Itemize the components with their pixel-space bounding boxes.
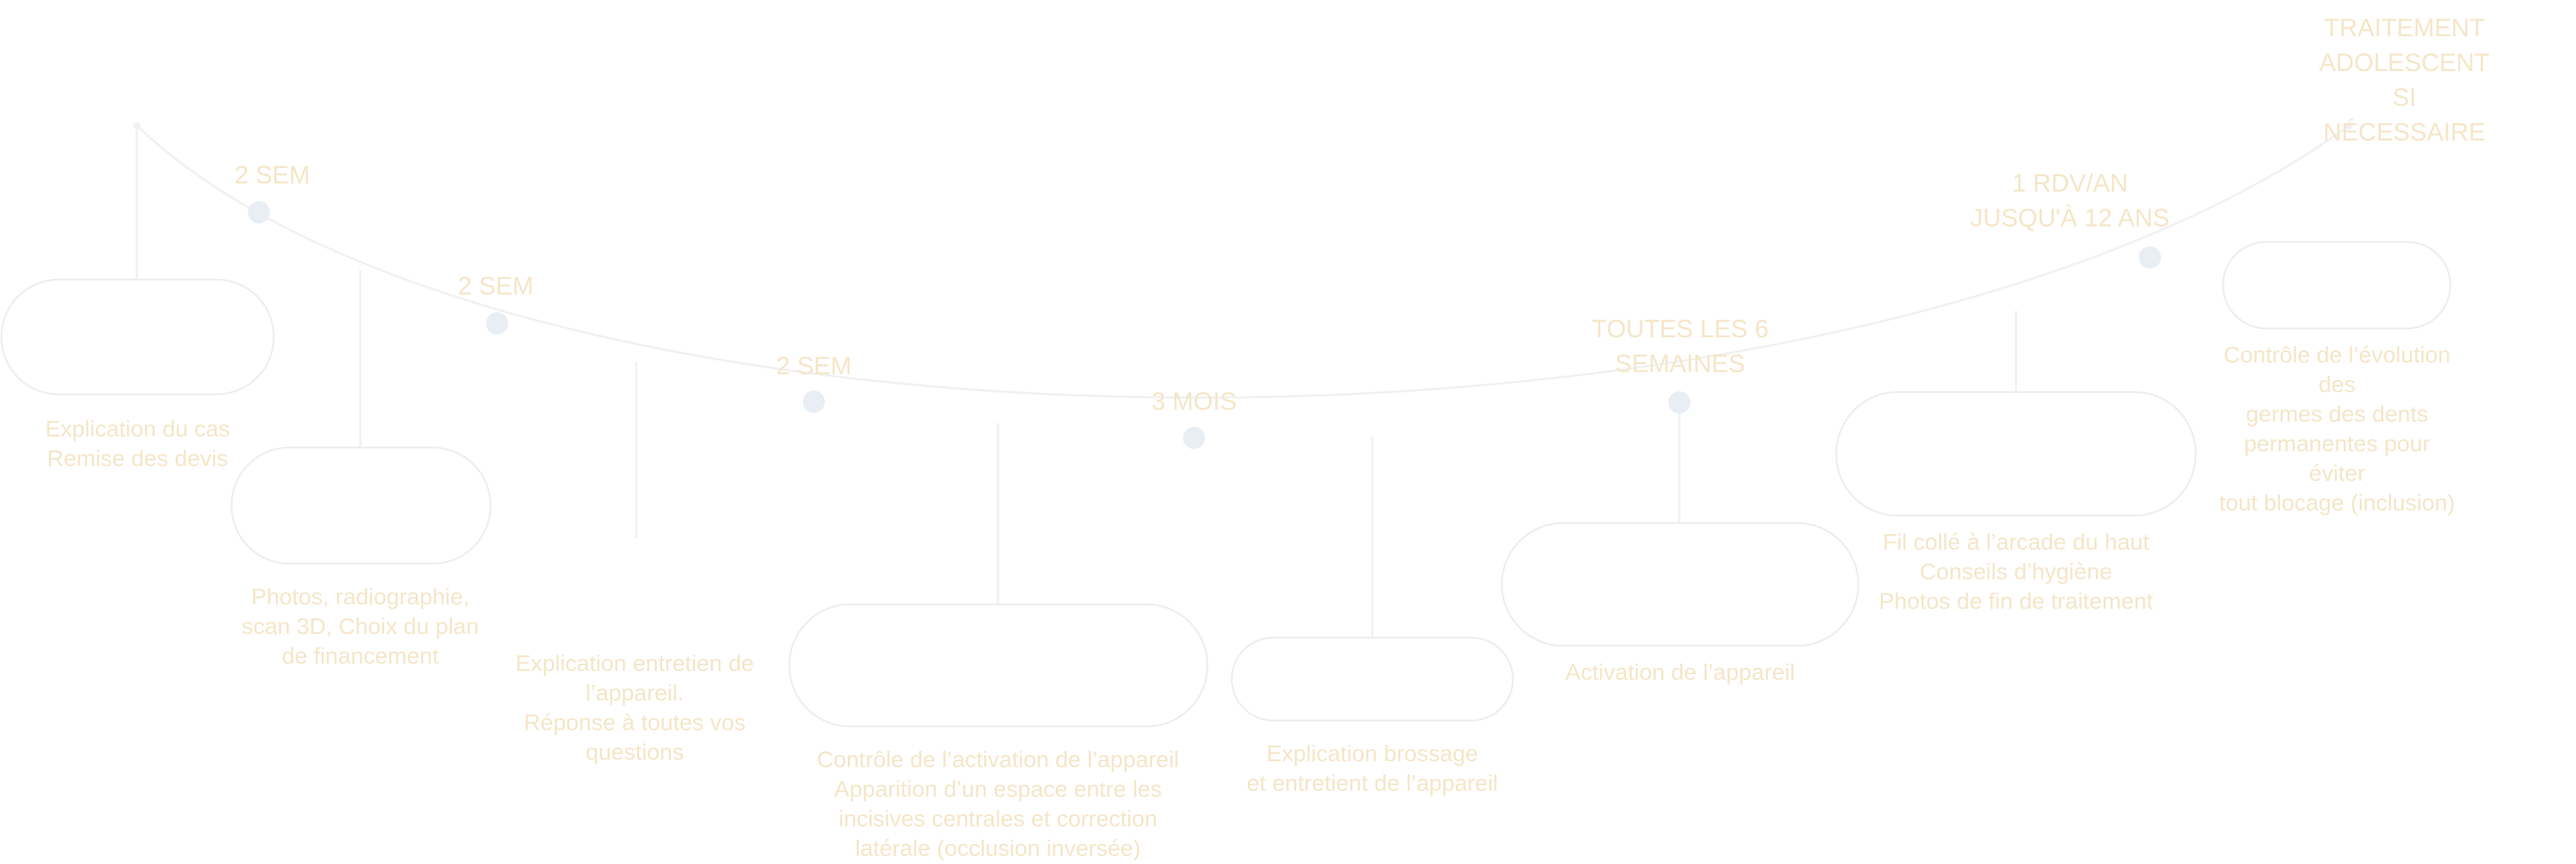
- step-box-7: [1835, 391, 2197, 517]
- step-box-1: [0, 278, 275, 396]
- final-stage-label: TRAITEMENT ADOLESCENT SI NÉCESSAIRE: [2319, 14, 2490, 146]
- step-box-8: [2222, 240, 2452, 330]
- step-box-6: [1500, 522, 1860, 647]
- frequency-label-5: TOUTES LES 6 SEMAINES: [1591, 315, 1769, 378]
- milestone-dot-1: [248, 201, 270, 223]
- step-description-2: Photos, radiographie, scan 3D, Choix du …: [241, 584, 479, 669]
- milestone-dot-2: [486, 312, 508, 334]
- frequency-label-2: 2 SEM: [457, 272, 534, 300]
- step-description-1: Explication du cas Remise des devis: [45, 416, 230, 471]
- frequency-label-1: 2 SEM: [234, 161, 311, 189]
- step-box-5: [1230, 636, 1514, 722]
- step-description-3: Explication entretien de l’appareil. Rép…: [515, 650, 755, 765]
- step-description-8: Contrôle de l’évolution des germes des d…: [2219, 342, 2455, 516]
- step-box-4: [788, 603, 1209, 728]
- timeline-curve: [135, 124, 2350, 399]
- step-description-4: Contrôle de l’activation de l’appareil A…: [817, 746, 1179, 861]
- milestone-dot-3: [803, 391, 825, 413]
- step-description-6: Activation de l’appareil: [1565, 659, 1796, 685]
- step-description-5: Explication brossage et entretient de l’…: [1247, 740, 1498, 796]
- milestone-dot-4: [1183, 427, 1205, 449]
- frequency-label-4: 3 MOIS: [1151, 388, 1237, 416]
- step-box-2: [230, 446, 492, 565]
- frequency-label-6: 1 RDV/AN JUSQU'À 12 ANS: [1970, 169, 2170, 232]
- milestone-dot-5: [1668, 391, 1690, 414]
- step-description-7: Fil collé à l’arcade du haut Conseils d’…: [1878, 529, 2154, 614]
- timeline-end-marker: [2345, 122, 2353, 129]
- frequency-label-3: 2 SEM: [775, 352, 852, 380]
- milestone-dot-6: [2139, 246, 2161, 269]
